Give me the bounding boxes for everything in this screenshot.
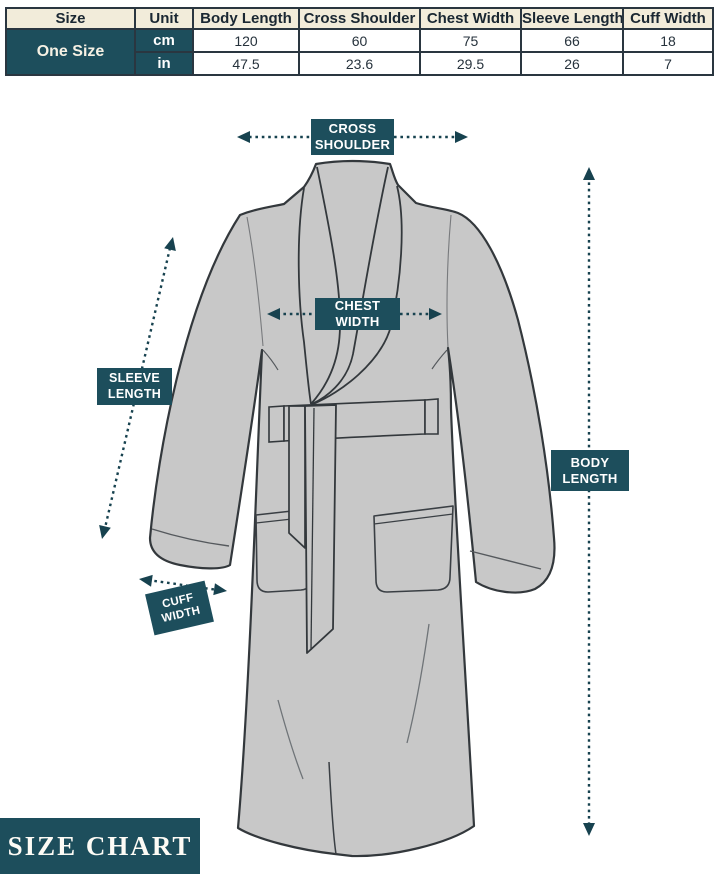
unit-cell-in: in [134,51,194,76]
arrowhead [583,167,595,180]
col-header-cuff-width: Cuff Width [622,7,714,30]
skirt-crease-right [406,623,430,744]
arrowhead [237,131,250,143]
chest-width-label-line1: CHEST [334,298,381,314]
lapel-roll-right [311,166,389,405]
cell-cross-shoulder-cm: 60 [298,28,421,53]
skirt-crease-left [277,699,304,780]
sleeve-length-label: SLEEVE LENGTH [97,368,172,405]
sleeve-length-label-line1: SLEEVE [108,371,161,386]
chest-width-label: CHEST WIDTH [315,298,400,330]
cell-cuff-width-cm: 18 [622,28,714,53]
size-table: Size Unit Body Length Cross Shoulder Che… [5,7,714,76]
cross-shoulder-label-line1: CROSS [328,121,377,137]
cell-chest-width-in: 29.5 [419,51,522,76]
arrowhead [139,574,153,587]
chest-width-label-line2: WIDTH [335,314,380,329]
col-header-sleeve-length: Sleeve Length [520,7,624,30]
size-chart-title: SIZE CHART [0,818,200,874]
cell-sleeve-length-cm: 66 [520,28,624,53]
arrowhead [429,308,442,320]
cell-cuff-width-in: 7 [622,51,714,76]
col-header-chest-width: Chest Width [419,7,522,30]
belt-tie [288,404,337,654]
col-header-cross-shoulder: Cross Shoulder [298,7,421,30]
arrowhead [267,308,280,320]
table-header-row: Size Unit Body Length Cross Shoulder Che… [5,7,714,30]
lapel-outer-left [297,187,312,405]
table-row-cm: One Size cm 120 60 75 66 18 [5,28,714,76]
pocket-right [373,505,454,593]
cell-chest-width-cm: 75 [419,28,522,53]
body-length-label-line2: LENGTH [562,470,618,486]
robe-silhouette [148,159,556,858]
cell-sleeve-length-in: 26 [520,51,624,76]
col-header-body-length: Body Length [192,7,300,30]
cuff-fold-left [151,528,230,547]
armhole-seam-right [446,214,452,348]
armpit-crease-right [431,349,448,370]
cross-shoulder-label: CROSS SHOULDER [311,119,394,155]
armpit-crease-left [262,349,279,371]
cell-body-length-cm: 120 [192,28,300,53]
col-header-size: Size [5,7,136,30]
arrowhead [213,583,227,596]
cross-shoulder-label-line2: SHOULDER [314,137,391,152]
cell-cross-shoulder-in: 23.6 [298,51,421,76]
arrowhead [164,237,176,252]
sleeve-length-label-line2: LENGTH [107,386,162,401]
unit-cell-cm: cm [134,28,194,53]
col-header-unit: Unit [134,7,194,30]
arrowhead [99,524,111,539]
arrowhead [455,131,468,143]
table-row-in: in 47.5 23.6 29.5 26 7 [6,51,714,76]
hem-front-edge [328,761,337,855]
cuff-fold-right [469,550,542,570]
body-length-label-line1: BODY [570,454,610,470]
size-value-cell: One Size [5,28,136,76]
cell-body-length-in: 47.5 [192,51,300,76]
arrowhead [583,823,595,836]
size-chart-title-text: SIZE CHART [7,830,193,861]
armhole-seam-left [246,216,264,347]
body-length-label: BODY LENGTH [551,450,629,491]
